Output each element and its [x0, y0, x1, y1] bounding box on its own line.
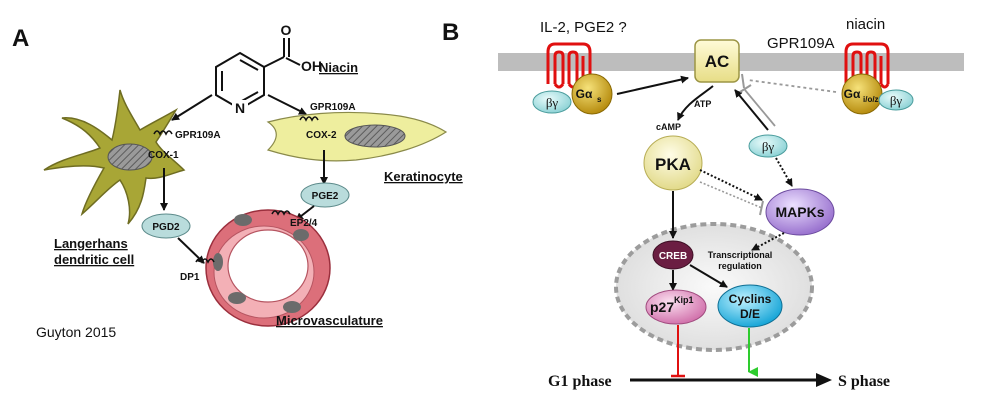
cox1-label: COX-1 [148, 150, 179, 161]
inhibit-gi-to-ac-line [747, 79, 837, 93]
citation: Guyton 2015 [36, 324, 116, 340]
transcriptional-label: Transcriptional [708, 250, 773, 260]
inhibit-pka-to-mapks-line [699, 181, 763, 209]
creb-label: CREB [659, 251, 687, 262]
dp1-receptor-icon [195, 258, 215, 264]
beta-gamma-mid-label: βγ [762, 139, 775, 154]
niacin-o-atom: O [281, 22, 292, 38]
panel-b: B IL-2, PGE2 ? niacin GPR109A βγ Gα s [442, 16, 964, 390]
microvasculature-vessel [205, 209, 331, 327]
ligand-right-label: niacin [846, 16, 885, 33]
inhibit-pka-to-mapks-bar [759, 200, 764, 216]
niacin-label: Niacin [319, 60, 358, 75]
panel-b-letter: B [442, 19, 459, 46]
arrow-creb-to-cyclins [689, 264, 728, 288]
dp1-label: DP1 [180, 272, 200, 283]
arrow-gs-to-ac [616, 75, 689, 95]
mapks-label: MAPKs [775, 204, 824, 220]
panel-a-letter: A [12, 25, 29, 52]
gpr109a-label: GPR109A [767, 35, 835, 52]
beta-gamma-right-label: βγ [890, 93, 903, 108]
g-alpha-i-label: Gα [844, 87, 861, 101]
p27-label: p27 [650, 299, 674, 315]
ligand-left-label: IL-2, PGE2 ? [540, 19, 627, 36]
pge2-node [300, 182, 350, 208]
arrow-bg-to-ac [734, 89, 769, 131]
cell-cycle-arrowhead [816, 373, 832, 387]
beta-gamma-left-label: βγ [546, 95, 559, 110]
beta-gamma-right-node [878, 89, 914, 111]
pka-label: PKA [655, 155, 691, 174]
arrow-pka-to-mapks [699, 169, 763, 201]
arrow-atp-to-camp [677, 85, 714, 121]
pgd2-node [141, 213, 191, 239]
ep24-receptor-icon [271, 210, 291, 216]
gpr109a-keratinocyte-label: GPR109A [310, 102, 356, 113]
cyclins-node [717, 284, 783, 328]
mapks-node [765, 188, 835, 236]
cox2-label: COX-2 [306, 130, 337, 141]
inhibit-gi-to-ac-bar [741, 73, 745, 89]
ac-label: AC [705, 52, 730, 71]
pgd2-label: PGD2 [152, 222, 180, 233]
keratinocyte-label: Keratinocyte [384, 169, 463, 184]
nucleus [614, 222, 814, 352]
receptor-right-icon [844, 42, 890, 89]
niacin-structure [215, 38, 301, 111]
ep24-label: EP2/4 [290, 218, 318, 229]
beta-gamma-left-node [532, 90, 572, 114]
niacin-oh-group: OH [301, 58, 322, 74]
s-phase-label: S phase [838, 373, 890, 390]
cyclins-de-label: D/E [740, 307, 760, 321]
p27-node [645, 289, 707, 325]
g1-phase-label: G1 phase [548, 373, 612, 390]
pka-node [643, 135, 703, 191]
cyclins-label: Cyclins [729, 292, 772, 306]
g-alpha-s-label: Gα [576, 87, 593, 101]
gpr109a-receptor-dc-icon [153, 130, 173, 136]
panel-a: A N O OH Niacin GPR109A COX-1 Langerhans… [12, 22, 463, 340]
g-alpha-s-node [571, 73, 613, 115]
regulation-label: regulation [718, 261, 762, 271]
microvasculature-label: Microvasculature [276, 313, 383, 328]
dendritic-cell-label: dendritic cell [54, 252, 134, 267]
inhibit-line-to-ac [744, 89, 776, 127]
p27-superscript: Kip1 [674, 295, 694, 305]
dendritic-cell-nucleus [107, 143, 153, 171]
langerhans-label: Langerhans [54, 236, 128, 251]
niacin-n-atom: N [235, 100, 245, 116]
arrow-bg-to-mapks [775, 157, 793, 187]
atp-label: ATP [694, 99, 711, 109]
g-alpha-s-subscript: s [597, 95, 602, 104]
creb-node [652, 240, 694, 270]
g-alpha-i-subscript: i/o/z [863, 95, 879, 104]
adenylyl-cyclase-node [694, 39, 740, 83]
gpr109a-dc-label: GPR109A [175, 130, 221, 141]
inhibit-bar-to-ac [739, 84, 752, 93]
arrow-niacin-to-dc [171, 94, 213, 121]
keratinocyte-nucleus [344, 124, 406, 148]
arrow-niacin-to-keratinocyte [267, 94, 307, 115]
camp-label: cAMP [656, 122, 681, 132]
beta-gamma-mid-node [748, 134, 788, 158]
pge2-label: PGE2 [312, 191, 339, 202]
gpr109a-receptor-keratinocyte-icon [299, 116, 319, 122]
